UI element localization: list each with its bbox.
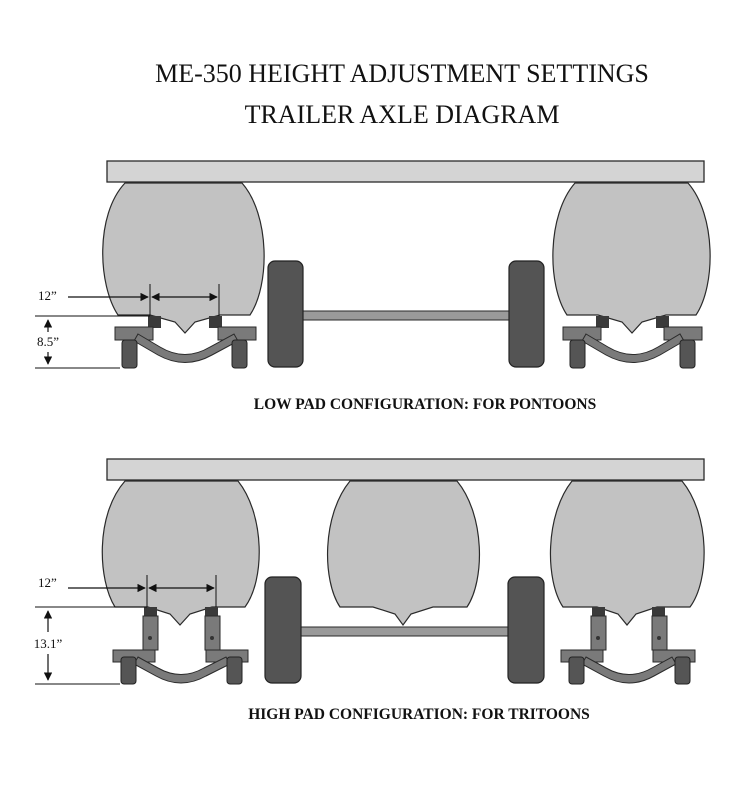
high-config-caption: HIGH PAD CONFIGURATION: FOR TRITOONS (248, 706, 590, 723)
low-width-label: 12” (38, 288, 57, 303)
low-left-wheel (267, 260, 304, 368)
low-config-caption: LOW PAD CONFIGURATION: FOR PONTOONS (254, 396, 596, 413)
low-pad-configuration: 12” 8.5” LOW PAD CONFIGURATION: FOR PONT… (35, 160, 711, 413)
low-right-pontoon (552, 182, 711, 334)
low-right-wheel (508, 260, 545, 368)
low-height-label: 8.5” (37, 334, 59, 349)
high-left-wheel (264, 576, 302, 684)
high-axle (299, 626, 511, 637)
high-right-bunk-bracket (560, 607, 696, 685)
low-width-dimension: 12” (38, 284, 220, 316)
high-left-pontoon (101, 480, 260, 626)
high-center-pontoon (326, 480, 481, 627)
high-left-bunk-bracket (112, 607, 249, 685)
high-height-label: 13.1” (34, 636, 63, 651)
high-pad-configuration: 12” 13.1” HIGH PAD CONFIGURATION: FOR TR… (34, 458, 705, 723)
title-line-1: ME-350 HEIGHT ADJUSTMENT SETTINGS (155, 59, 649, 88)
title-line-2: TRAILER AXLE DIAGRAM (245, 100, 560, 129)
low-right-bunk-bracket (562, 316, 703, 369)
high-right-wheel (507, 576, 545, 684)
low-left-bunk-bracket (114, 316, 257, 369)
high-right-pontoon (549, 480, 705, 626)
high-trailer-deck (106, 458, 705, 481)
high-width-dimension: 12” (38, 575, 217, 607)
low-axle (300, 310, 513, 321)
high-width-label: 12” (38, 575, 57, 590)
high-height-dimension: 13.1” (34, 606, 147, 685)
low-left-pontoon (102, 182, 265, 334)
low-trailer-deck (106, 160, 705, 183)
low-height-dimension: 8.5” (35, 315, 150, 369)
